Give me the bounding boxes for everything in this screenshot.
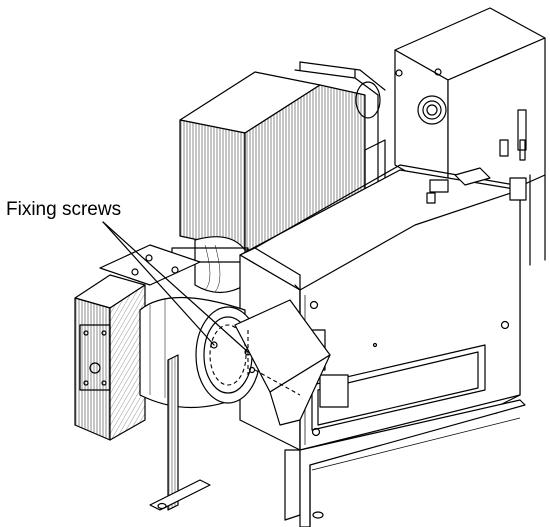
screw-icon	[395, 69, 403, 77]
screw-icon	[434, 68, 442, 76]
screw-icon	[309, 300, 319, 310]
rear-motor-box	[394, 7, 546, 266]
screw-icon	[311, 427, 321, 437]
prism-block	[234, 299, 331, 426]
leader-line-upper	[102, 221, 215, 346]
fixing-screws-label: Fixing screws	[6, 199, 122, 220]
motor-shaft-ring	[417, 95, 447, 125]
fixing-screw-top	[145, 254, 153, 262]
fixing-screw-upper	[210, 341, 218, 349]
callout-leaders	[102, 221, 249, 353]
leader-line-lower	[102, 221, 249, 353]
screw-icon	[500, 320, 510, 330]
